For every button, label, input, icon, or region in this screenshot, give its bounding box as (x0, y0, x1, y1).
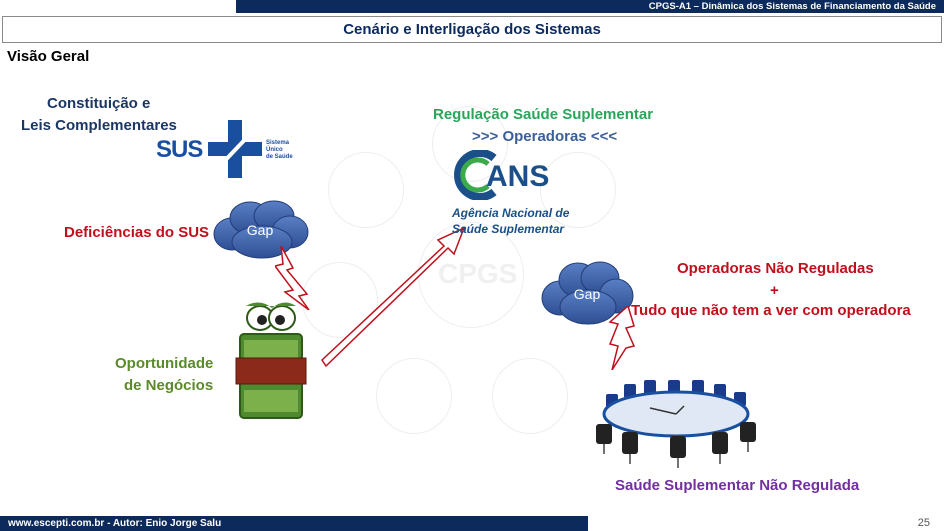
sus-heading-line2: Leis Complementares (21, 117, 177, 134)
gap-cloud-left: Gap (210, 198, 310, 260)
sus-logo-text: SUS (156, 136, 203, 163)
lightning-icon (275, 246, 310, 310)
bg-circle-1 (328, 152, 404, 228)
page-number: 25 (917, 517, 930, 529)
oportunidade-line2: de Negócios (124, 377, 214, 394)
nao-reguladas-line3: Tudo que não tem a ver com operadora (631, 302, 911, 319)
footer-bar: www.escepti.com.br - Autor: Enio Jorge S… (0, 516, 588, 531)
ans-logo: ANS Agência Nacional de Saúde Suplementa… (448, 150, 578, 242)
meeting-table-icon (596, 380, 756, 468)
bg-circle-6 (492, 358, 568, 434)
money-character-icon (226, 300, 314, 422)
cpgs-watermark: CPGS (438, 258, 518, 289)
bg-circle-3 (540, 152, 616, 228)
bg-circle-5 (376, 358, 452, 434)
sus-heading-line1: Constituição e (47, 95, 151, 112)
deficiencias-label: Deficiências do SUS (64, 224, 210, 241)
footer-text: www.escepti.com.br - Autor: Enio Jorge S… (8, 518, 222, 529)
regulacao-line1: Regulação Saúde Suplementar (433, 106, 654, 123)
section-label: Visão Geral (7, 48, 90, 65)
regulacao-line2: >>> Operadoras <<< (472, 128, 618, 145)
gap-label-right: Gap (573, 286, 601, 302)
header-bar: CPGS-A1 – Dinâmica dos Sistemas de Finan… (236, 0, 944, 13)
nao-reguladas-line1: Operadoras Não Reguladas (677, 260, 874, 277)
ans-logo-text: ANS (486, 160, 550, 193)
sus-logo-sub2: Único (266, 147, 283, 153)
cloud-icon (213, 200, 309, 259)
bg-circle-2 (432, 106, 508, 182)
doc-title: CPGS-A1 – Dinâmica dos Sistemas de Finan… (648, 1, 936, 12)
cloud-icon (541, 261, 634, 325)
ans-sub1: Agência Nacional de (452, 206, 570, 220)
sus-logo-sub3: de Saúde (266, 154, 293, 160)
gap-label-left: Gap (246, 222, 274, 238)
slide-title-box: Cenário e Interligação dos Sistemas (2, 16, 942, 43)
lightning-icon (608, 306, 636, 370)
gap-cloud-right: Gap (540, 260, 634, 326)
sus-cross-icon (208, 120, 262, 178)
slide-title: Cenário e Interligação dos Sistemas (343, 21, 601, 38)
arrow-icon (321, 226, 466, 368)
ans-logo-icon (454, 150, 497, 200)
sus-logo: SUS Sistema Único de Saúde (156, 120, 306, 178)
oportunidade-line1: Oportunidade (115, 355, 214, 372)
sus-logo-sub1: Sistema (266, 140, 290, 146)
ans-sub2: Saúde Suplementar (452, 222, 565, 236)
saude-nao-regulada: Saúde Suplementar Não Regulada (615, 477, 860, 494)
nao-reguladas-line2: + (770, 282, 779, 299)
